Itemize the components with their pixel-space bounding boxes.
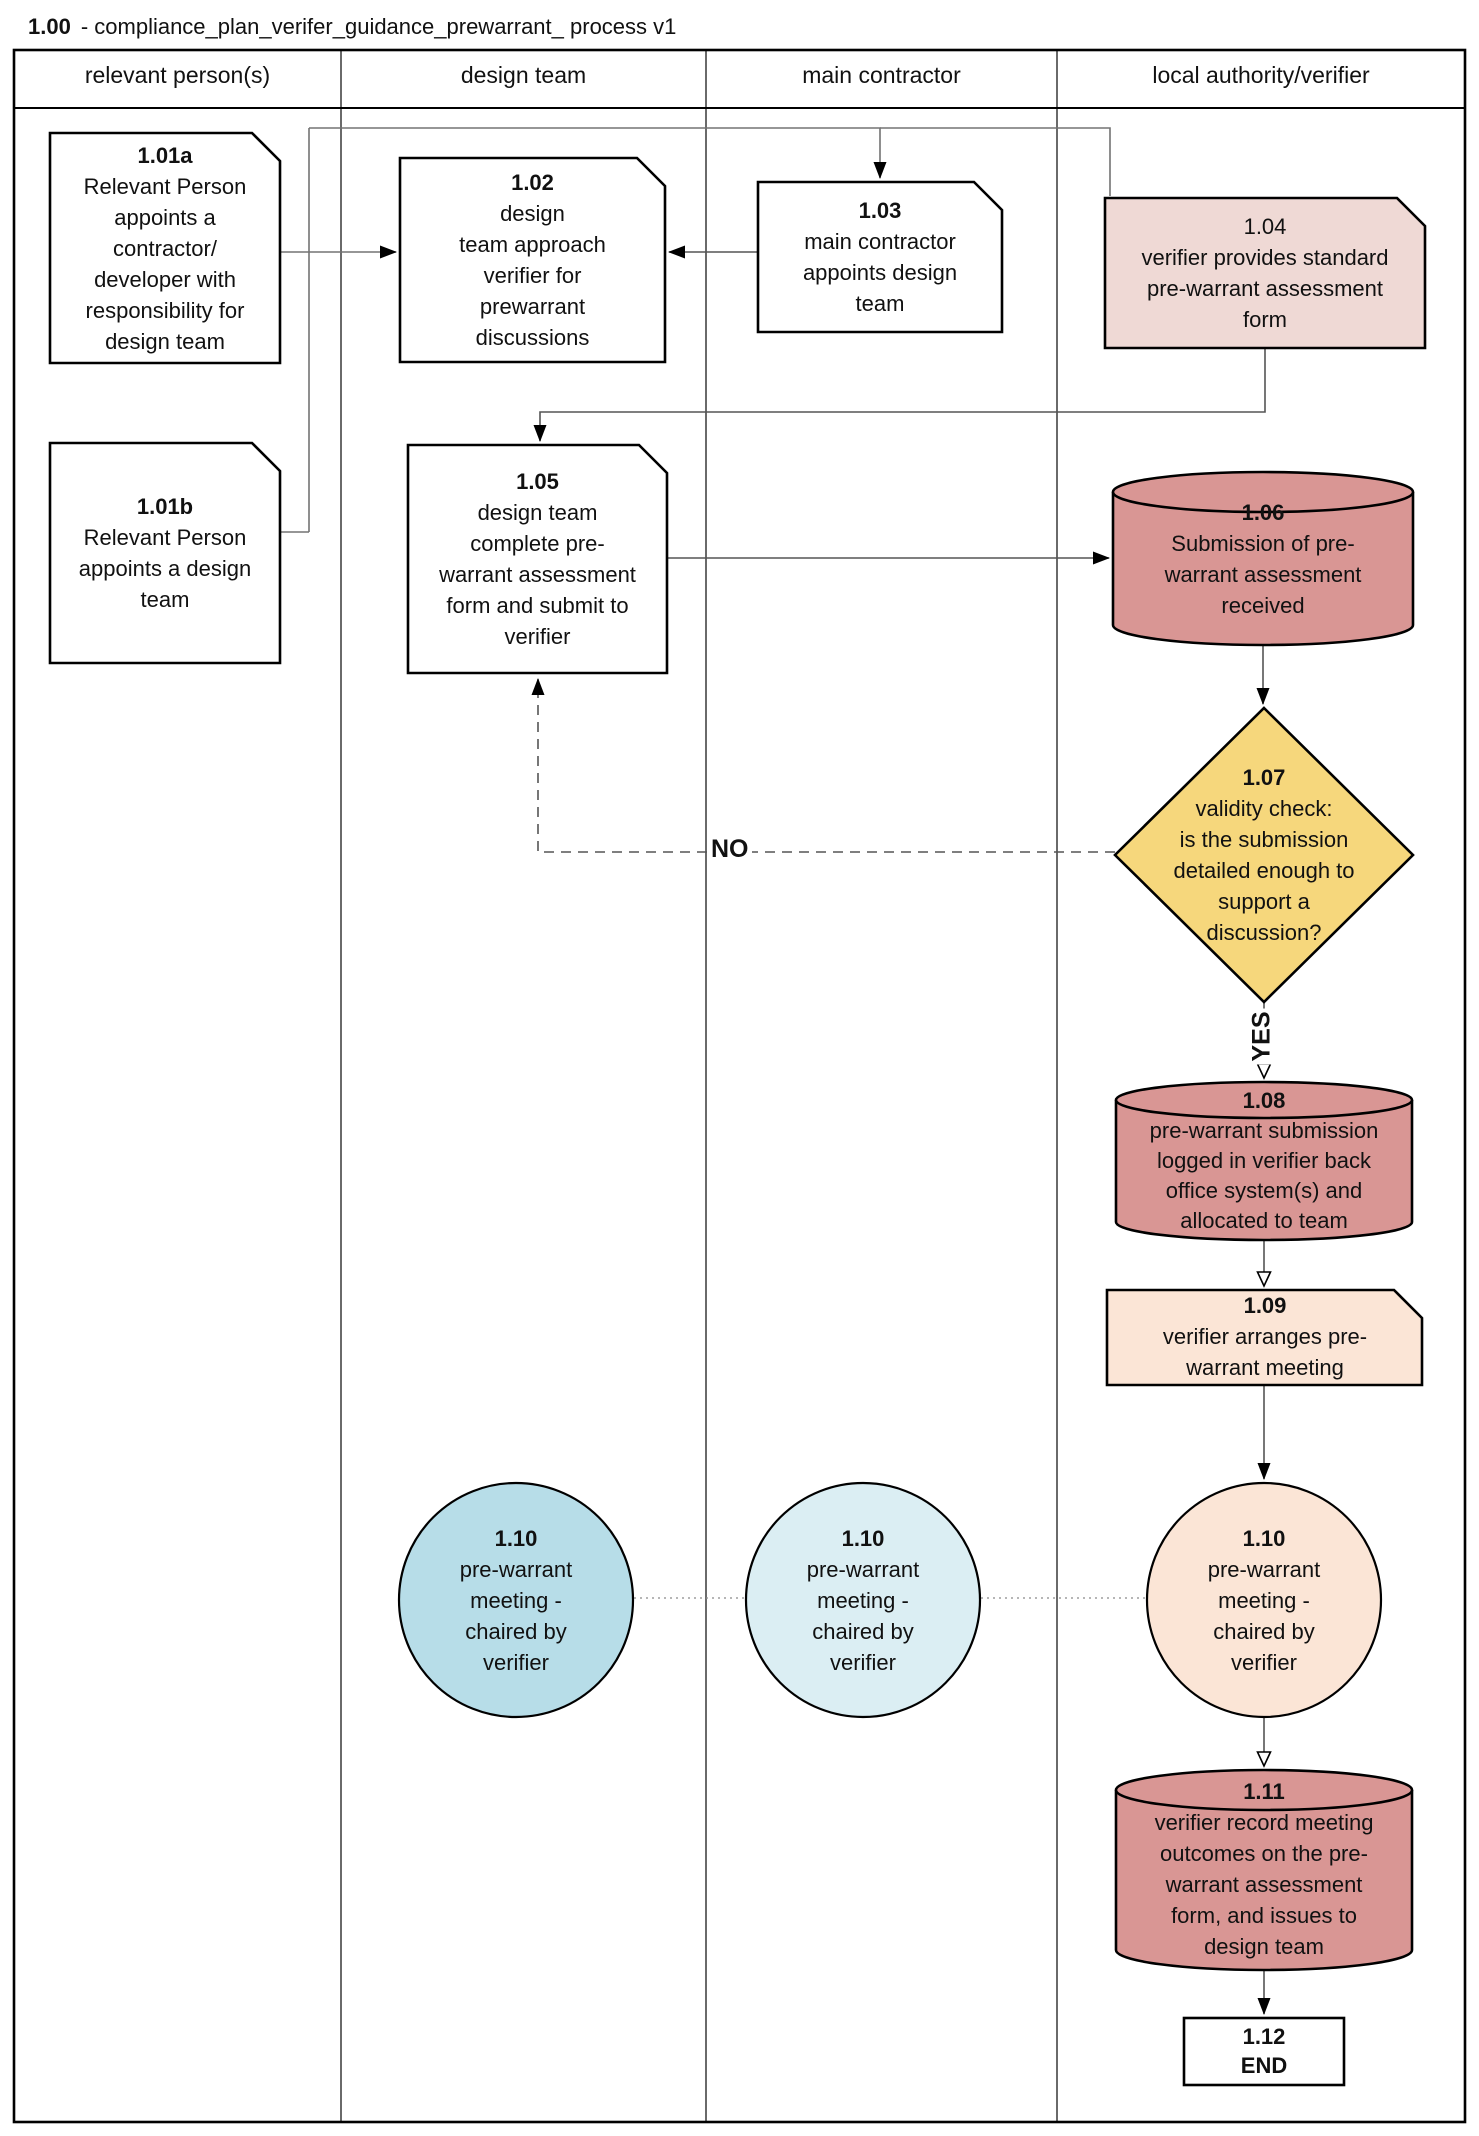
node-1-01a-label: 1.01a Relevant Person appoints a contrac… (52, 140, 278, 356)
node-1-10b-label: 1.10 pre-warrant meeting - chaired by ve… (753, 1490, 973, 1710)
node-1-10a-text: pre-warrant meeting - chaired by verifie… (459, 1556, 573, 1675)
node-1-09-label: 1.09 verifier arranges pre- warrant meet… (1112, 1292, 1418, 1380)
node-1-05-code: 1.05 (516, 469, 559, 494)
node-1-08-cylinder-body (1114, 1100, 1414, 1242)
node-1-10a-code: 1.10 (494, 1525, 538, 1551)
node-1-11-text: verifier record meeting outcomes on the … (1154, 1810, 1374, 1959)
branch-label-no: NO (708, 835, 752, 864)
node-1-10b-circle (744, 1481, 982, 1719)
node-1-06-label: 1.06 Submission of pre- warrant assessme… (1120, 485, 1406, 633)
node-1-02-shape (398, 156, 667, 364)
lane-header-design-team: design team (460, 61, 587, 88)
node-1-11-cylinder-top (1114, 1768, 1414, 1812)
connector-no-return-to-105 (531, 678, 1115, 853)
node-1-05-text: design team complete pre- warrant assess… (439, 500, 636, 649)
node-1-01a-shape (48, 131, 282, 365)
branch-label-yes: YES (1247, 1008, 1277, 1065)
node-1-10c-code: 1.10 (1242, 1525, 1286, 1551)
node-1-02-text: design team approach verifier for prewar… (459, 201, 606, 350)
connector-104-to-105 (533, 348, 1266, 442)
node-1-10c-circle (1145, 1481, 1383, 1719)
node-1-10b-code: 1.10 (841, 1525, 885, 1551)
node-1-07-code: 1.07 (1242, 765, 1286, 790)
node-1-02-label: 1.02 design team approach verifier for p… (402, 165, 663, 355)
node-1-12-code: 1.12 (1242, 2024, 1286, 2049)
node-shapes (48, 131, 1427, 1387)
node-1-08-text: pre-warrant submission logged in verifie… (1149, 1118, 1379, 1233)
node-1-12-shape (1182, 2016, 1346, 2087)
bottom-nodes (1114, 1768, 1414, 2087)
diagram-title: 1.00 - compliance_plan_verifer_guidance_p… (28, 14, 676, 40)
diagram-title-text: - compliance_plan_verifer_guidance_prewa… (80, 14, 677, 39)
node-1-08-cylinder-top (1114, 1080, 1414, 1120)
node-1-11-cylinder-body (1114, 1790, 1414, 1972)
node-1-04-code: 1.04 (1243, 214, 1287, 239)
node-1-07-decision-shape (1113, 706, 1415, 1004)
node-1-11-code: 1.11 (1243, 1779, 1285, 1804)
node-1-01b-shape (48, 441, 282, 665)
node-1-01b-text: Relevant Person appoints a design team (78, 525, 252, 612)
meeting-circles (397, 1481, 1383, 1719)
node-1-12-text: END (1240, 2053, 1288, 2078)
node-1-08-code: 1.08 (1242, 1088, 1286, 1113)
node-1-10a-circle (397, 1481, 635, 1719)
node-1-01b-code: 1.01b (136, 494, 194, 519)
lane-header-relevant-persons: relevant person(s) (84, 61, 271, 88)
node-1-11-label: 1.11 verifier record meeting outcomes on… (1121, 1776, 1407, 1964)
node-1-07-label: 1.07 validity check: is the submission d… (1139, 762, 1389, 948)
lane-dividers (340, 50, 1058, 2122)
node-1-10c-label: 1.10 pre-warrant meeting - chaired by ve… (1154, 1490, 1374, 1710)
node-1-06-text: Submission of pre- warrant assessment re… (1164, 531, 1362, 618)
connectors-top-chain (280, 127, 1111, 533)
connectors-main (531, 245, 1272, 2015)
node-1-04-label: 1.04 verifier provides standard pre-warr… (1107, 205, 1423, 341)
lane-header-local-authority-verifier: local authority/verifier (1152, 61, 1370, 88)
node-1-03-code: 1.03 (858, 198, 902, 223)
node-1-01b-label: 1.01b Relevant Person appoints a design … (52, 450, 278, 656)
node-1-05-shape (406, 443, 669, 675)
lane-header-main-contractor: main contractor (802, 61, 961, 88)
node-1-02-code: 1.02 (511, 170, 554, 195)
connector-into-104-top (880, 127, 1111, 196)
node-1-01a-code: 1.01a (137, 142, 193, 168)
node-1-03-text: main contractor appoints design team (802, 229, 958, 316)
node-1-03-label: 1.03 main contractor appoints design tea… (760, 190, 1000, 324)
node-1-05-label: 1.05 design team complete pre- warrant a… (410, 452, 665, 666)
swimlane-frame (12, 48, 1467, 2124)
node-1-09-code: 1.09 (1243, 1292, 1287, 1318)
node-1-10b-text: pre-warrant meeting - chaired by verifie… (806, 1556, 920, 1675)
node-1-04-text: verifier provides standard pre-warrant a… (1141, 245, 1389, 332)
node-1-10c-text: pre-warrant meeting - chaired by verifie… (1207, 1556, 1321, 1675)
node-1-06-cylinder-top (1111, 470, 1415, 514)
node-1-08-label: 1.08 pre-warrant submission logged in ve… (1121, 1086, 1407, 1238)
node-1-09-shape (1105, 1288, 1424, 1387)
node-1-06-cylinder-body (1111, 492, 1415, 647)
node-1-04-shape (1103, 196, 1427, 350)
node-1-12-label: 1.12 END (1192, 2022, 1336, 2080)
node-1-07-text: validity check: is the submission detail… (1173, 796, 1355, 945)
node-1-01a-text: Relevant Person appoints a contractor/ d… (83, 173, 247, 354)
diagram-title-code: 1.00 (28, 14, 71, 39)
node-1-06-code: 1.06 (1241, 500, 1285, 525)
node-1-10a-label: 1.10 pre-warrant meeting - chaired by ve… (406, 1490, 626, 1710)
node-1-09-text: verifier arranges pre- warrant meeting (1162, 1323, 1368, 1380)
node-1-03-shape (756, 180, 1004, 334)
